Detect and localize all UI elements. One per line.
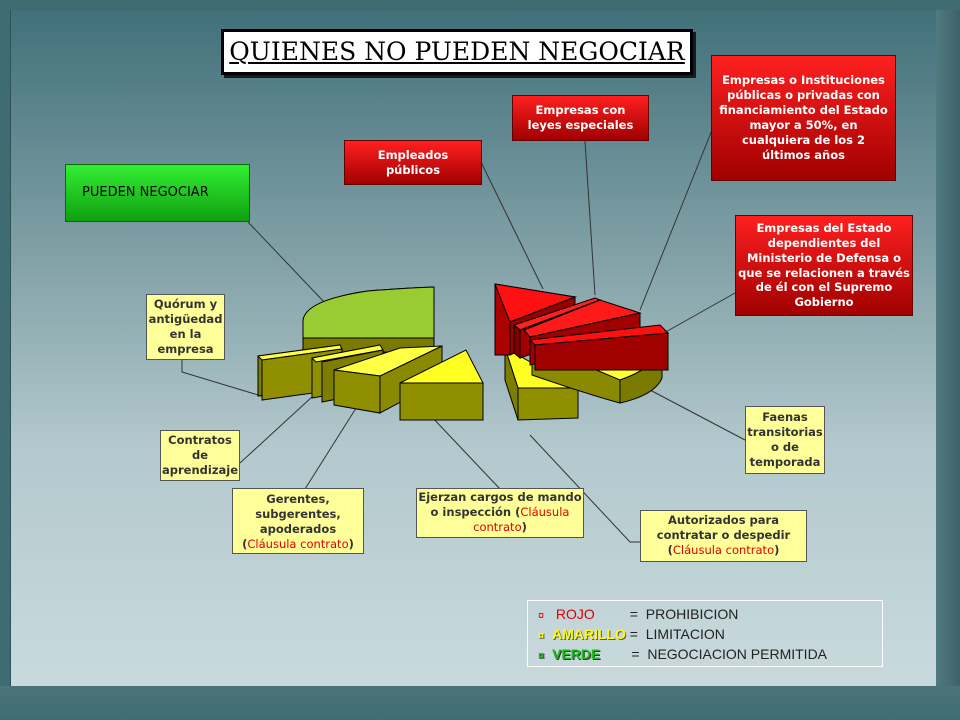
legend-sep: = bbox=[629, 606, 638, 622]
legend-key-verde: VERDE bbox=[552, 646, 601, 662]
legend-row-verde: ¤ VERDE = NEGOCIACION PERMITIDA bbox=[538, 644, 882, 664]
connector-line bbox=[649, 389, 746, 441]
red-box-leyes-especiales: Empresas con leyes especiales bbox=[512, 95, 649, 141]
red-box-empleados-publicos: Empleados públicos bbox=[344, 140, 482, 185]
yellow-box-gerentes: Gerentes, subgerentes, apoderados (Cláus… bbox=[232, 488, 364, 554]
legend: ¤ ROJO = PROHIBICION ¤ AMARILLO = LIMITAC… bbox=[527, 600, 883, 667]
legend-key-rojo: ROJO bbox=[555, 606, 595, 622]
paren-close: ) bbox=[774, 542, 780, 557]
paren-open: ( bbox=[667, 542, 673, 557]
yellow-box-autorizados: Autorizados para contratar o despedir (C… bbox=[640, 510, 807, 562]
pueden-negociar-box: PUEDEN NEGOCIAR bbox=[65, 164, 250, 222]
yellow-box-quorum: Quórum y antigüedad en la empresa bbox=[146, 294, 225, 360]
paren-close: ) bbox=[348, 536, 354, 551]
connector-line bbox=[480, 161, 544, 290]
legend-value-verde: NEGOCIACION PERMITIDA bbox=[647, 646, 828, 662]
connector-line bbox=[304, 404, 359, 490]
bullet-icon: ¤ bbox=[538, 610, 545, 622]
legend-sep: = bbox=[631, 646, 640, 662]
bullet-icon: ¤ bbox=[538, 650, 545, 662]
yellow-box-contratos-aprendizaje: Contratos de aprendizaje bbox=[160, 430, 240, 481]
connector-line bbox=[529, 434, 640, 543]
pie-slice-yellow-center bbox=[399, 349, 484, 421]
legend-row-amarillo: ¤ AMARILLO = LIMITACION bbox=[538, 624, 882, 644]
legend-sep: = bbox=[629, 626, 638, 642]
red-box-instituciones: Empresas o Instituciones públicas o priv… bbox=[711, 55, 896, 181]
red-box-ministerio-defensa: Empresas del Estado dependientes del Min… bbox=[735, 215, 913, 316]
connector-line bbox=[639, 129, 713, 311]
pie-slice-green bbox=[302, 286, 435, 353]
legend-row-rojo: ¤ ROJO = PROHIBICION bbox=[538, 604, 882, 624]
paren-close: ) bbox=[521, 519, 527, 534]
clausula-contrato-label: Cláusula contrato bbox=[247, 536, 349, 551]
slide-shadow-right bbox=[936, 10, 960, 720]
yellow-box-faenas: Faenas transitorias o de temporada bbox=[745, 406, 825, 474]
slide-shadow-bottom bbox=[0, 686, 960, 720]
clausula-contrato-label: Cláusula contrato bbox=[672, 542, 775, 557]
connector-line bbox=[247, 221, 326, 304]
connector-line bbox=[239, 384, 326, 464]
page-title: QUIENES NO PUEDEN NEGOCIAR bbox=[221, 29, 693, 75]
connector-line bbox=[181, 360, 269, 399]
connector-line bbox=[584, 140, 596, 296]
paren-open: ( bbox=[242, 536, 248, 551]
bullet-icon: ¤ bbox=[538, 630, 545, 642]
autorizados-text: Autorizados para contratar o despedir bbox=[656, 513, 791, 542]
yellow-box-cargos-mando: Ejerzan cargos de mando o inspección (Cl… bbox=[416, 488, 584, 538]
legend-key-amarillo: AMARILLO bbox=[552, 626, 626, 642]
cargos-mando-text: Ejerzan cargos de mando o inspección ( bbox=[418, 490, 582, 519]
clausula-contrato-label: Cláusula contrato bbox=[473, 504, 570, 534]
connector-line bbox=[654, 292, 736, 339]
legend-value-amarillo: LIMITACION bbox=[645, 626, 725, 642]
pie-slice-red-4 bbox=[528, 324, 670, 371]
connector-line bbox=[429, 414, 501, 490]
gerentes-text: Gerentes, subgerentes, apoderados bbox=[255, 492, 341, 536]
legend-value-rojo: PROHIBICION bbox=[645, 606, 739, 622]
